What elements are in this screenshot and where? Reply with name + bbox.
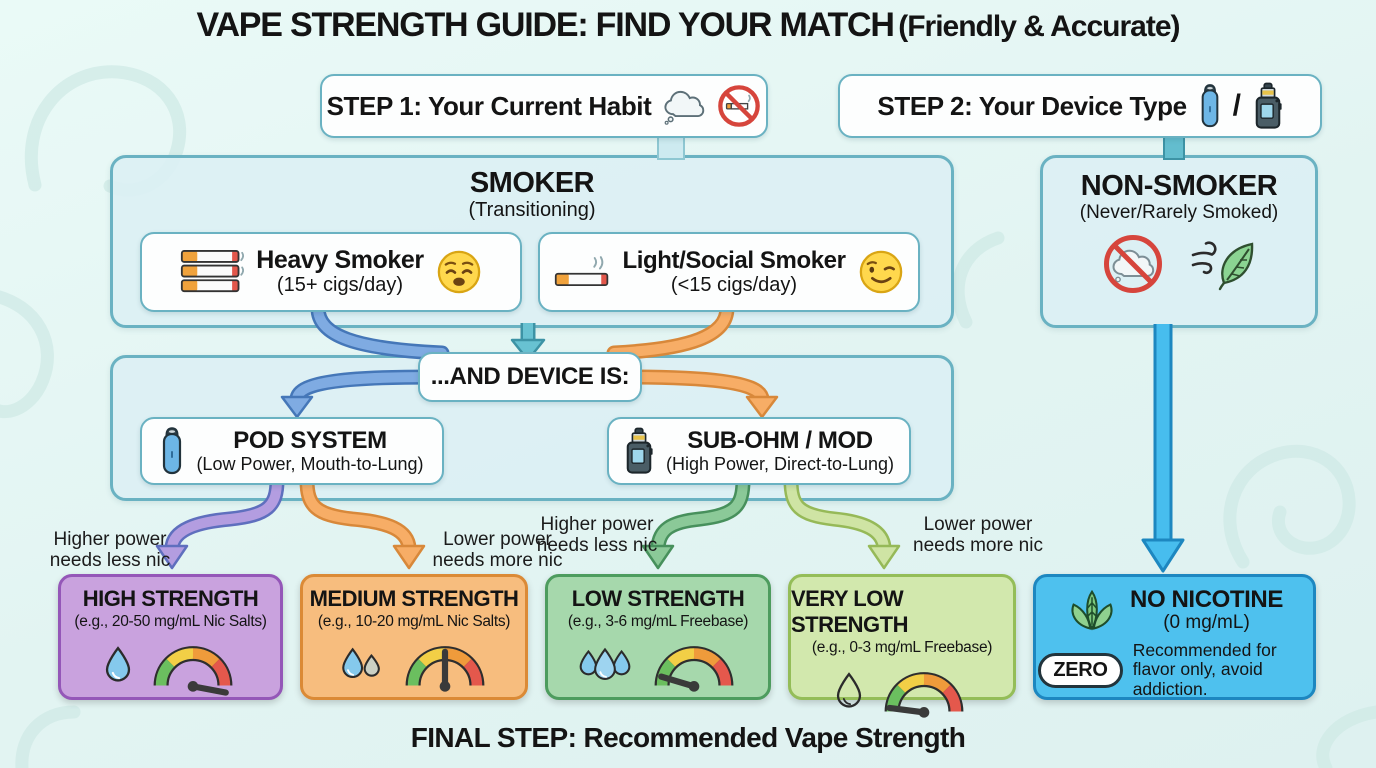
mod-device-icon — [1253, 82, 1283, 130]
result-subtitle: (e.g., 10-20 mg/mL Nic Salts) — [317, 613, 511, 630]
heavy-smoker-subtitle: (15+ cigs/day) — [276, 274, 404, 297]
nicotine-drops-icon — [337, 646, 385, 686]
no-nicotine-subtitle: (0 mg/mL) — [1163, 612, 1250, 634]
thought-cloud-icon — [663, 87, 705, 125]
result-title: MEDIUM STRENGTH — [309, 586, 519, 611]
winking-face-icon — [858, 249, 904, 295]
wind-leaf-icon — [1190, 235, 1256, 293]
zero-badge: ZERO — [1038, 652, 1123, 688]
arrow-label-higher-power-1: Higher power needs less nic — [49, 529, 171, 572]
strength-gauge-icon — [399, 635, 491, 697]
subohm-mod-title: SUB-OHM / MOD — [687, 426, 873, 454]
step2-label: STEP 2: Your Device Type — [877, 90, 1187, 121]
result-title: LOW STRENGTH — [571, 586, 745, 611]
cigarettes-icon — [180, 248, 245, 296]
leaf-cluster-icon — [1066, 588, 1118, 634]
pod-system-title: POD SYSTEM — [233, 426, 387, 454]
heavy-smoker-box: Heavy Smoker (15+ cigs/day) — [140, 232, 522, 312]
no-smoking-icon — [717, 84, 761, 128]
weary-face-icon — [436, 249, 482, 295]
result-low-strength: LOW STRENGTH (e.g., 3-6 mg/mL Freebase) — [545, 574, 771, 700]
strength-gauge-icon — [878, 661, 970, 723]
subohm-mod-subtitle: (High Power, Direct-to-Lung) — [665, 453, 895, 474]
page-title-main: VAPE STRENGTH GUIDE: FIND YOUR MATCH — [196, 6, 894, 44]
page-title-suffix: (Friendly & Accurate) — [898, 10, 1180, 43]
arrow-label-higher-power-2: Higher power needs less nic — [536, 514, 658, 557]
pod-system-subtitle: (Low Power, Mouth-to-Lung) — [196, 453, 424, 474]
arrow-nonsmoker-nonic — [1141, 324, 1185, 573]
and-device-is-label: ...AND DEVICE IS: — [430, 363, 630, 390]
nicotine-drop-outline-icon — [834, 672, 864, 712]
result-title: HIGH STRENGTH — [82, 586, 259, 611]
and-device-is-box: ...AND DEVICE IS: — [418, 352, 642, 402]
arrow-label-lower-power-2: Lower power needs more nic — [913, 514, 1043, 557]
step1-label: STEP 1: Your Current Habit — [326, 90, 652, 121]
smoker-title: SMOKER — [469, 167, 595, 199]
result-no-nicotine: NO NICOTINE (0 mg/mL) ZERO Recommended f… — [1033, 574, 1316, 700]
nicotine-drops-icon — [576, 646, 634, 686]
pod-device-icon — [160, 426, 184, 476]
final-step-text: FINAL STEP: Recommended Vape Strength — [410, 722, 966, 753]
result-high-strength: HIGH STRENGTH (e.g., 20-50 mg/mL Nic Sal… — [58, 574, 283, 700]
light-smoker-box: Light/Social Smoker (<15 cigs/day) — [538, 232, 920, 312]
non-smoker-title: NON-SMOKER — [1080, 170, 1278, 202]
arrow-label-lower-power-1: Lower power needs more nic — [432, 529, 563, 572]
nicotine-drop-icon — [103, 646, 133, 686]
smoker-subtitle: (Transitioning) — [468, 199, 596, 221]
no-vaping-icon — [1102, 233, 1164, 295]
result-very-low-strength: VERY LOW STRENGTH (e.g., 0-3 mg/mL Freeb… — [788, 574, 1016, 718]
mod-device-icon — [624, 427, 654, 475]
light-smoker-title: Light/Social Smoker — [622, 246, 846, 274]
result-subtitle: (e.g., 0-3 mg/mL Freebase) — [811, 639, 993, 656]
device-separator: / — [1232, 89, 1241, 122]
result-medium-strength: MEDIUM STRENGTH (e.g., 10-20 mg/mL Nic S… — [300, 574, 528, 700]
light-smoker-subtitle: (<15 cigs/day) — [670, 273, 798, 296]
result-title: VERY LOW STRENGTH — [791, 586, 909, 637]
heavy-smoker-title: Heavy Smoker — [256, 246, 424, 275]
non-smoker-subtitle: (Never/Rarely Smoked) — [1079, 202, 1279, 223]
pod-system-box: POD SYSTEM (Low Power, Mouth-to-Lung) — [140, 417, 444, 485]
step2-box: STEP 2: Your Device Type / — [838, 74, 1322, 138]
page-title: VAPE STRENGTH GUIDE: FIND YOUR MATCH (Fr… — [0, 6, 1376, 45]
strength-gauge-icon — [147, 635, 239, 697]
cigarette-icon — [554, 251, 610, 293]
non-smoker-panel: NON-SMOKER (Never/Rarely Smoked) — [1040, 155, 1318, 328]
subohm-mod-box: SUB-OHM / MOD (High Power, Direct-to-Lun… — [607, 417, 911, 485]
result-subtitle: (e.g., 3-6 mg/mL Freebase) — [567, 613, 749, 630]
result-subtitle: (e.g., 20-50 mg/mL Nic Salts) — [74, 613, 267, 630]
step1-box: STEP 1: Your Current Habit — [320, 74, 768, 138]
no-nicotine-note: Recommended for flavor only, avoid addic… — [1132, 640, 1277, 699]
pod-device-icon — [1199, 82, 1221, 130]
no-nicotine-title: NO NICOTINE — [1130, 586, 1283, 613]
strength-gauge-icon — [648, 635, 740, 697]
